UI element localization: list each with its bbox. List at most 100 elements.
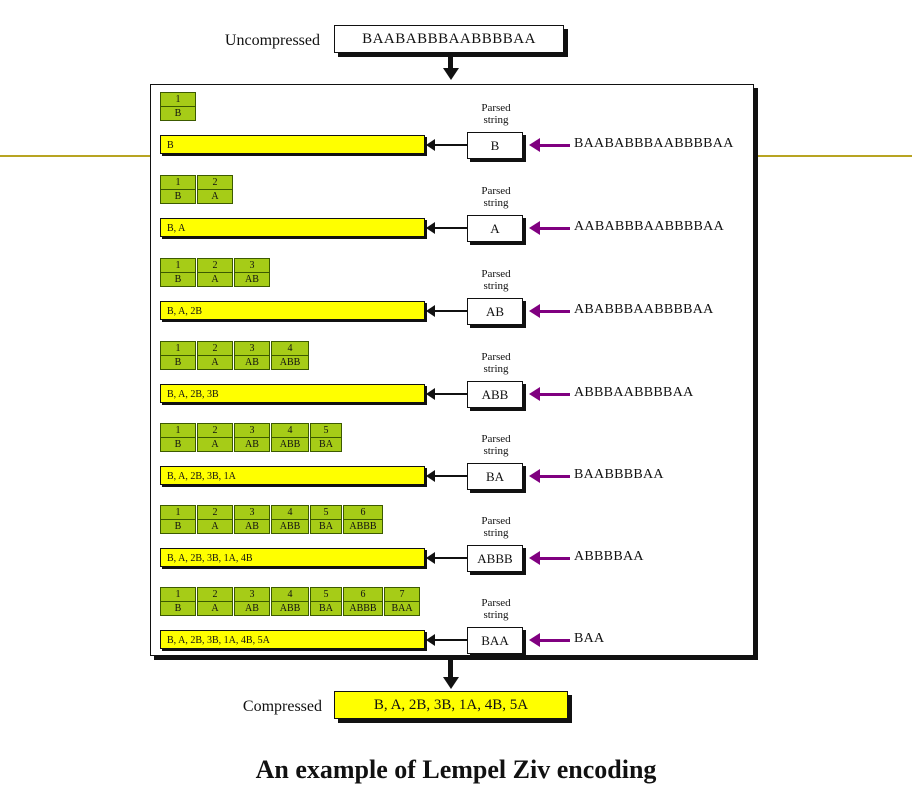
arrow-left-icon <box>426 552 435 564</box>
dictionary-index: 3 <box>235 342 269 356</box>
input-arrow-shaft <box>540 144 570 147</box>
parsed-caption-line2: string <box>483 445 509 457</box>
input-arrow-shaft <box>540 227 570 230</box>
remaining-input-string: BAA <box>574 631 605 646</box>
input-arrow-icon <box>529 138 540 152</box>
dictionary-phrase: A <box>211 191 219 202</box>
dictionary-index: 2 <box>198 342 232 356</box>
dictionary-phrase: BA <box>319 603 333 614</box>
dictionary-index: 5 <box>311 424 341 438</box>
dictionary-index: 1 <box>161 506 195 520</box>
parsed-string-box: ABB <box>467 381 523 408</box>
dictionary-index: 1 <box>161 93 195 107</box>
dictionary-index: 2 <box>198 506 232 520</box>
input-arrow-shaft <box>540 557 570 560</box>
dictionary-phrase: ABB <box>279 439 301 450</box>
parsed-caption-line1: Parsed <box>481 351 511 363</box>
dictionary-index: 3 <box>235 259 269 273</box>
parsed-string-box: ABBB <box>467 545 523 572</box>
figure-caption: An example of Lempel Ziv encoding <box>255 755 657 784</box>
dictionary-phrase: BA <box>319 521 333 532</box>
input-arrow-shaft <box>540 639 570 642</box>
arrow-down-icon <box>443 68 459 80</box>
dictionary-phrase: A <box>211 439 219 450</box>
dictionary-index: 6 <box>344 588 382 602</box>
dictionary-index: 5 <box>311 506 341 520</box>
dictionary-phrase: B <box>174 521 182 532</box>
dictionary-index: 3 <box>235 588 269 602</box>
dictionary-index: 1 <box>161 342 195 356</box>
arrow-left-icon <box>426 388 435 400</box>
remaining-input-string: ABBBAABBBBAA <box>574 385 694 400</box>
input-arrow-icon <box>529 469 540 483</box>
dictionary-index: 1 <box>161 588 195 602</box>
dictionary-phrase: A <box>211 521 219 532</box>
dictionary-index: 3 <box>235 424 269 438</box>
dictionary-index: 5 <box>311 588 341 602</box>
dictionary-phrase: AB <box>245 439 259 450</box>
compressed-label: Compressed <box>242 698 322 715</box>
arrow-left-shaft <box>433 639 467 641</box>
dictionary-phrase: ABBB <box>349 603 377 614</box>
remaining-input-string: ABBBBAA <box>574 549 644 564</box>
divider-line-left <box>0 155 150 157</box>
input-arrow-icon <box>529 387 540 401</box>
output-codes-bar: B, A, 2B, 3B, 1A <box>160 466 425 485</box>
parsed-caption-line2: string <box>483 197 509 209</box>
input-arrow-shaft <box>540 393 570 396</box>
parsed-string-box: B <box>467 132 523 159</box>
compressed-output-box: B, A, 2B, 3B, 1A, 4B, 5A <box>334 691 568 719</box>
dictionary-phrase: BA <box>319 439 333 450</box>
dictionary-index: 1 <box>161 176 195 190</box>
input-arrow-icon <box>529 551 540 565</box>
remaining-input-string: AABABBBAABBBBAA <box>574 219 724 234</box>
parsed-string-box: BA <box>467 463 523 490</box>
dictionary-phrase: B <box>174 108 182 119</box>
dictionary-phrase: ABB <box>279 357 301 368</box>
dictionary-phrase: BAA <box>391 603 413 614</box>
arrow-down-icon <box>443 677 459 689</box>
output-codes-bar: B <box>160 135 425 154</box>
dictionary-index: 1 <box>161 259 195 273</box>
output-codes-bar: B, A, 2B, 3B, 1A, 4B <box>160 548 425 567</box>
output-codes-bar: B, A, 2B, 3B, 1A, 4B, 5A <box>160 630 425 649</box>
arrow-left-shaft <box>433 475 467 477</box>
dictionary-index: 2 <box>198 259 232 273</box>
parsed-caption-line2: string <box>483 114 509 126</box>
parsed-caption-line1: Parsed <box>481 515 511 527</box>
